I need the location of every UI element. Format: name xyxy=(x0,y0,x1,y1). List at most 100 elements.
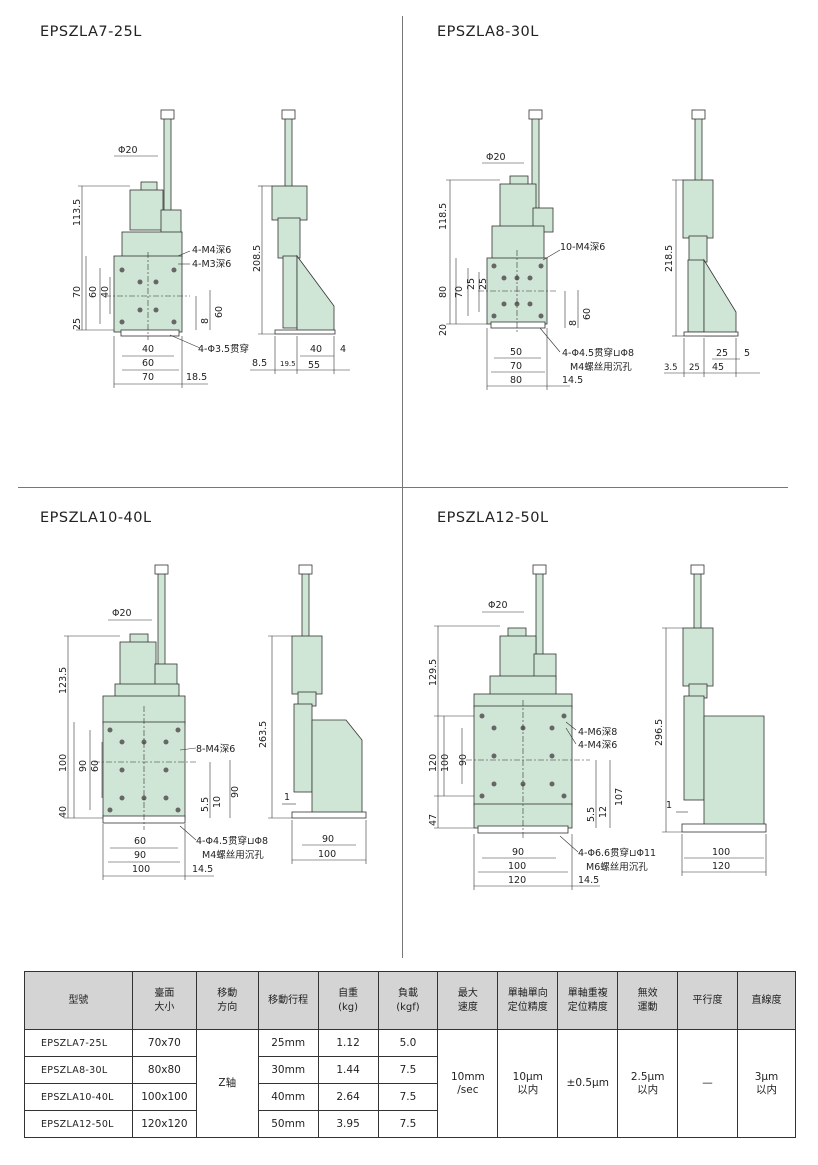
d3-v55: 5.5 xyxy=(200,797,211,812)
d1-side-h: 208.5 xyxy=(252,245,263,272)
cell-load: 7.5 xyxy=(377,1056,439,1084)
cell-repeat: ±0.5μm xyxy=(557,1029,619,1138)
d4-phi20: Φ20 xyxy=(488,600,508,611)
cell-model: EPSZLA7-25L xyxy=(24,1029,133,1057)
d4-h-total: 129.5 xyxy=(428,659,439,686)
table-row: EPSZLA12-50L 120x120 50mm 3.95 7.5 xyxy=(24,1110,796,1138)
d1-s55: 55 xyxy=(308,360,320,371)
spec-table: 型號 臺面 大小 移動 方向 移動行程 自重 (kg) 負載 (kgf) 最大 … xyxy=(24,971,797,1138)
d1-h40: 40 xyxy=(100,286,111,298)
d2-s25b: 25 xyxy=(716,348,728,359)
drawing-3-front xyxy=(102,564,186,824)
d1-v8: 8 xyxy=(200,318,211,324)
d2-h20: 20 xyxy=(438,324,449,336)
d4-w100: 100 xyxy=(508,861,526,872)
d4-note-m6: 4-M6深8 xyxy=(578,727,617,738)
d3-s100: 100 xyxy=(318,849,336,860)
header-speed: 最大 速度 xyxy=(437,971,499,1030)
cell-size: 120x120 xyxy=(131,1110,197,1138)
d4-w120: 120 xyxy=(508,875,526,886)
cell-model: EPSZLA8-30L xyxy=(24,1056,133,1084)
d1-h70: 70 xyxy=(72,286,83,298)
d1-h60: 60 xyxy=(88,286,99,298)
cell-lost-motion: 2.5μm 以内 xyxy=(617,1029,679,1138)
panel-title-4: EPSZLA12-50L xyxy=(437,510,549,526)
cell-weight: 2.64 xyxy=(317,1083,379,1111)
d1-h25: 25 xyxy=(72,318,83,330)
d3-side-h: 263.5 xyxy=(258,721,269,748)
d2-hole: 4-Φ4.5贯穿⊔Φ8 xyxy=(562,347,634,359)
drawing-3-side xyxy=(291,564,367,819)
table-row: EPSZLA8-30L 80x80 30mm 1.44 7.5 xyxy=(24,1056,796,1084)
header-parallelism: 平行度 xyxy=(677,971,738,1030)
cell-load: 7.5 xyxy=(377,1110,439,1138)
d3-w60: 60 xyxy=(134,836,146,847)
cell-load: 5.0 xyxy=(377,1029,439,1057)
cell-size: 70x70 xyxy=(131,1029,197,1057)
d4-v12: 12 xyxy=(598,806,609,818)
d4-v107: 107 xyxy=(614,788,625,806)
d1-note-m3: 4-M3深6 xyxy=(192,259,231,270)
cell-model: EPSZLA12-50L xyxy=(24,1110,133,1138)
d3-phi20: Φ20 xyxy=(112,608,132,619)
d4-note-m4: 4-M4深6 xyxy=(578,740,617,751)
d4-h47: 47 xyxy=(428,814,439,826)
d1-w70: 70 xyxy=(142,372,154,383)
header-lost-motion: 無效 運動 xyxy=(617,971,679,1030)
d3-h-total: 123.5 xyxy=(58,667,69,694)
d2-w145: 14.5 xyxy=(562,375,583,386)
cell-one-way: 10μm 以内 xyxy=(497,1029,559,1138)
header-model: 型號 xyxy=(24,971,133,1030)
d1-s85: 8.5 xyxy=(252,358,267,369)
d2-h25b: 25 xyxy=(478,278,489,290)
cell-straightness: 3μm 以内 xyxy=(736,1029,797,1138)
header-weight: 自重 (kg) xyxy=(317,971,379,1030)
d4-w145: 14.5 xyxy=(578,875,599,886)
drawing-2-side xyxy=(682,109,739,337)
cell-parallelism: — xyxy=(677,1029,738,1138)
cell-weight: 3.95 xyxy=(317,1110,379,1138)
d2-h-total: 118.5 xyxy=(438,203,449,230)
d3-h40: 40 xyxy=(58,806,69,818)
d3-w145: 14.5 xyxy=(192,864,213,875)
cell-load: 7.5 xyxy=(377,1083,439,1111)
d4-h100: 100 xyxy=(440,754,451,772)
d1-w40: 40 xyxy=(142,344,154,355)
d3-hole: 4-Φ4.5贯穿⊔Φ8 xyxy=(196,835,268,847)
panel-title-1: EPSZLA7-25L xyxy=(40,24,142,40)
d2-phi20: Φ20 xyxy=(486,152,506,163)
d1-note-m4: 4-M4深6 xyxy=(192,245,231,256)
d2-w50: 50 xyxy=(510,347,522,358)
d2-s5: 5 xyxy=(744,348,750,359)
d2-v8: 8 xyxy=(568,320,579,326)
cell-size: 80x80 xyxy=(131,1056,197,1084)
d4-h90: 90 xyxy=(458,754,469,766)
drawing-2-front xyxy=(486,109,554,329)
cell-stroke: 50mm xyxy=(257,1110,319,1138)
cell-weight: 1.12 xyxy=(317,1029,379,1057)
d3-s1: 1 xyxy=(284,792,290,803)
d2-side-h: 218.5 xyxy=(664,245,675,272)
d2-hole2: M4螺丝用沉孔 xyxy=(570,361,632,373)
d1-phi20: Φ20 xyxy=(118,145,138,156)
header-one-way: 單軸單向 定位精度 xyxy=(497,971,559,1030)
cell-speed: 10mm /sec xyxy=(437,1029,499,1138)
table-header-row: 型號 臺面 大小 移動 方向 移動行程 自重 (kg) 負載 (kgf) 最大 … xyxy=(24,971,797,1030)
d1-s4: 4 xyxy=(340,344,346,355)
header-direction: 移動 方向 xyxy=(195,971,259,1030)
d2-s35: 3.5 xyxy=(664,363,678,373)
d2-w70: 70 xyxy=(510,361,522,372)
d3-v10: 10 xyxy=(212,796,223,808)
drawing-1-side xyxy=(271,109,336,335)
d4-side-h: 296.5 xyxy=(654,719,665,746)
header-table-size: 臺面 大小 xyxy=(131,971,197,1030)
table-row: EPSZLA10-40L 100x100 40mm 2.64 7.5 xyxy=(24,1083,796,1111)
d3-s90: 90 xyxy=(322,834,334,845)
d3-h90: 90 xyxy=(78,760,89,772)
d2-h25a: 25 xyxy=(466,278,477,290)
d3-w100: 100 xyxy=(132,864,150,875)
header-repeat: 單軸重複 定位精度 xyxy=(557,971,619,1030)
d4-hole2: M6螺丝用沉孔 xyxy=(586,861,648,873)
d4-w90: 90 xyxy=(512,847,524,858)
header-load: 負載 (kgf) xyxy=(377,971,439,1030)
